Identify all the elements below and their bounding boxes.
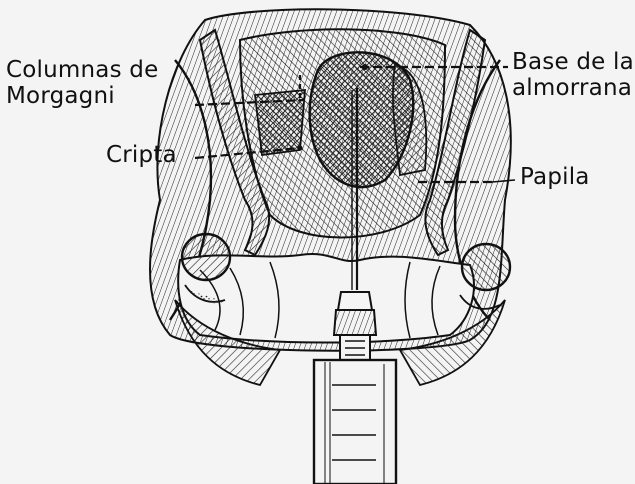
label-almorrana: almorrana xyxy=(512,76,632,101)
label-base: Base de la xyxy=(512,50,634,75)
label-papila: Papila xyxy=(520,165,590,190)
label-cripta: Cripta xyxy=(106,143,177,168)
label-morgagni: Morgagni xyxy=(6,84,115,109)
label-columnas: Columnas de xyxy=(6,58,158,83)
